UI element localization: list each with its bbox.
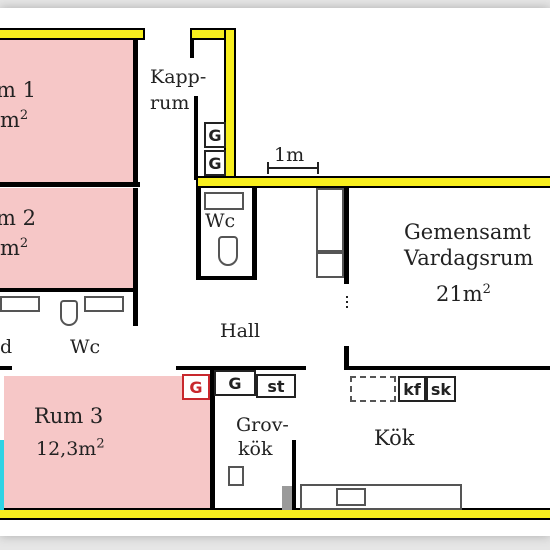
label-rum1-area: m2 bbox=[0, 108, 28, 132]
label-kapprum-1: Kapp- bbox=[150, 66, 207, 88]
wc-sink-lower bbox=[84, 296, 124, 312]
wall-hall-bottom-left bbox=[0, 366, 12, 370]
label-rum3-area: 12,3m2 bbox=[36, 438, 105, 460]
exterior-wall-mid-horizontal bbox=[198, 178, 550, 186]
wall-wc-bottom bbox=[196, 276, 256, 280]
wardrobe-upper bbox=[316, 188, 344, 252]
label-vardagsrum: Vardagsrum bbox=[404, 246, 534, 270]
wc-toilet-upper bbox=[218, 236, 238, 266]
label-wc-lower: Wc bbox=[70, 336, 101, 358]
room-rum2-fill bbox=[0, 188, 133, 288]
label-rum1-name: m 1 bbox=[0, 78, 36, 102]
wc-toilet-lower bbox=[60, 300, 78, 326]
label-wc-upper: Wc bbox=[205, 210, 236, 232]
wall-kapprum-inner bbox=[194, 96, 198, 180]
exterior-wall-kapprum-right bbox=[226, 30, 234, 184]
wall-grovkok-right bbox=[292, 440, 296, 510]
label-grovkok-1: Grov- bbox=[236, 414, 289, 436]
label-rum1-area-unit: m bbox=[0, 108, 20, 132]
grovkok-sink bbox=[228, 466, 244, 486]
label-rum1-area-exp: 2 bbox=[19, 108, 29, 123]
kitchen-sink bbox=[336, 488, 366, 506]
wc-sink-upper bbox=[204, 192, 244, 210]
label-gemensamt: Gemensamt bbox=[404, 220, 531, 244]
label-vardagsrum-area: 21m2 bbox=[436, 282, 491, 306]
label-rum2-area-exp: 2 bbox=[19, 236, 29, 251]
kitchen-counter-bottom bbox=[300, 484, 462, 510]
label-grovkok-2: kök bbox=[238, 438, 273, 460]
label-rum2-area-unit: m bbox=[0, 236, 20, 260]
exterior-wall-bottom bbox=[0, 510, 550, 518]
wall-living-left-upper bbox=[344, 186, 349, 284]
wall-living-left-lower bbox=[344, 346, 349, 370]
door-grey-bottom bbox=[282, 486, 292, 510]
wall-kitchen-top bbox=[344, 366, 550, 370]
window-rum3-left bbox=[0, 440, 4, 510]
exterior-wall-top-left bbox=[0, 30, 143, 38]
wall-rum2-bottom bbox=[0, 288, 138, 292]
wall-rum1-right bbox=[133, 40, 138, 182]
room-rum3-fill bbox=[4, 376, 210, 510]
wall-rum3-right bbox=[210, 370, 215, 510]
label-vardagsrum-area-exp: 2 bbox=[482, 282, 491, 297]
label-rum3-area-exp: 2 bbox=[96, 436, 105, 452]
wall-hall-bottom bbox=[176, 366, 306, 370]
label-d-fragment: d bbox=[0, 336, 13, 358]
wall-wc-right bbox=[252, 188, 257, 280]
wall-kapprum-left bbox=[190, 40, 194, 58]
wall-wc-lower-right bbox=[133, 292, 138, 326]
scale-label: 1m bbox=[274, 144, 305, 166]
label-rum3-name: Rum 3 bbox=[34, 404, 104, 428]
kitchen-counter-top bbox=[350, 376, 396, 402]
label-rum3-area-unit: 12,3m bbox=[36, 438, 97, 460]
label-kok: Kök bbox=[374, 426, 415, 450]
wardrobe-lower bbox=[316, 252, 344, 278]
wall-wc-left bbox=[196, 188, 201, 280]
label-rum2-name: m 2 bbox=[0, 206, 36, 230]
appliance-g-bottom: G bbox=[204, 150, 226, 176]
label-vardagsrum-area-unit: 21m bbox=[436, 282, 483, 306]
appliance-st: st bbox=[256, 374, 296, 398]
label-hall: Hall bbox=[220, 320, 261, 342]
label-rum2-area: m2 bbox=[0, 236, 28, 260]
appliance-g-red: G bbox=[182, 374, 210, 400]
label-kapprum-2: rum bbox=[150, 92, 190, 114]
room-rum1-fill bbox=[0, 40, 133, 182]
exterior-wall-top-mid bbox=[192, 30, 234, 38]
wall-rum2-right bbox=[133, 188, 138, 288]
wc-bench-left bbox=[0, 296, 40, 312]
appliance-kf: kf bbox=[398, 376, 426, 402]
wall-rum1-rum2 bbox=[0, 182, 140, 187]
appliance-g-top: G bbox=[204, 122, 226, 148]
appliance-g-kitchen: G bbox=[214, 370, 256, 396]
appliance-sk: sk bbox=[426, 376, 456, 402]
